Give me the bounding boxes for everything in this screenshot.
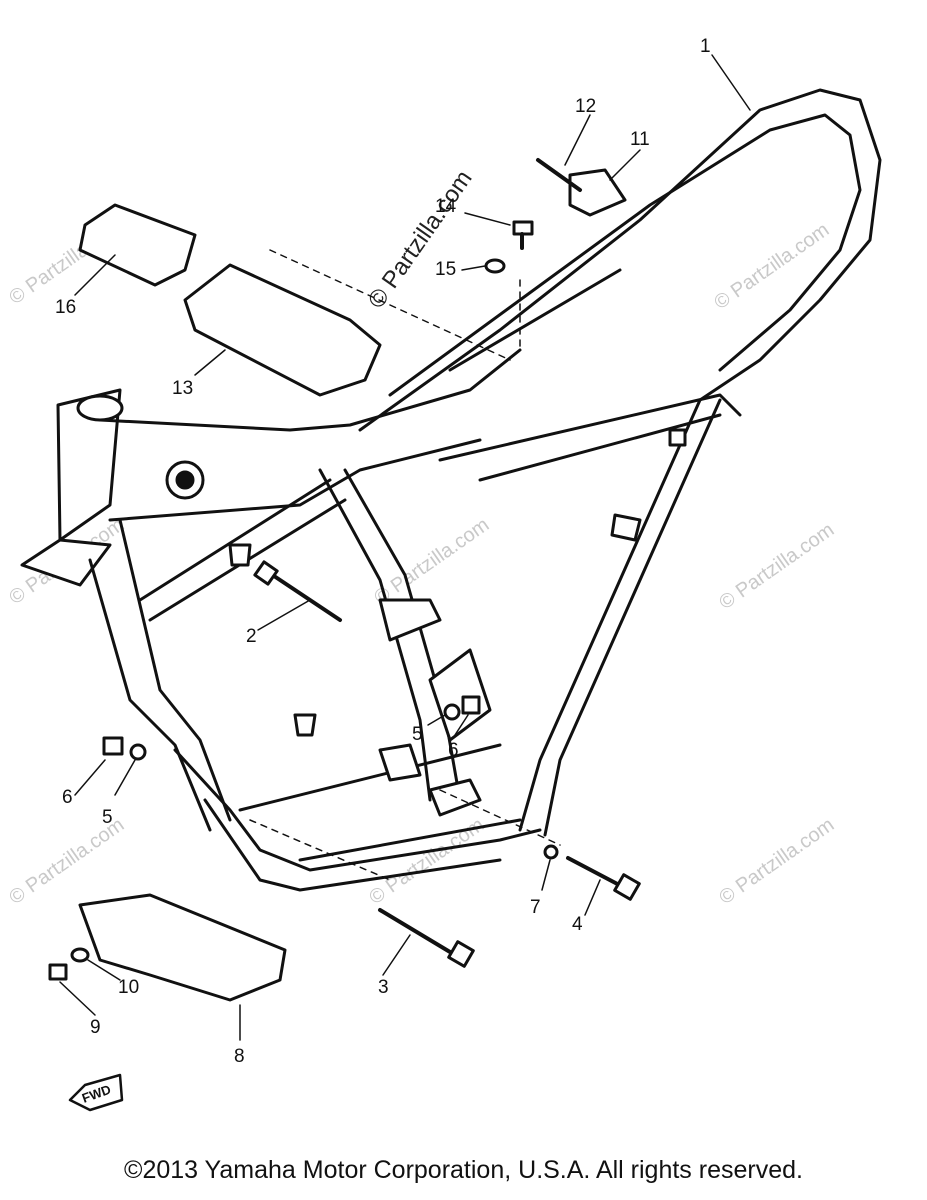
lower-cradle	[173, 748, 542, 872]
copyright-notice: ©2013 Yamaha Motor Corporation, U.S.A. A…	[124, 1156, 803, 1184]
callout-9: 9	[90, 1017, 101, 1038]
callout-1: 1	[700, 36, 711, 57]
watermark-main: © Partzilla.com	[363, 165, 478, 313]
callout-2: 2	[246, 626, 257, 647]
frame-drawing	[20, 54, 882, 1112]
rear-loop-inner	[388, 113, 862, 397]
callout-5b: 5	[102, 807, 113, 828]
watermark: © Partzilla.com	[370, 514, 493, 609]
callout-16: 16	[55, 297, 76, 318]
callout-13: 13	[172, 378, 193, 399]
callout-6b: 6	[62, 787, 73, 808]
bolt-2	[263, 568, 342, 622]
callout-15: 15	[435, 259, 456, 280]
callout-11: 11	[630, 129, 650, 150]
callout-10: 10	[118, 977, 139, 998]
watermark: © Partzilla.com	[710, 219, 833, 314]
down-tube	[88, 558, 212, 832]
watermark: © Partzilla.com	[715, 519, 838, 614]
callout-6a: 6	[448, 740, 459, 761]
part-11-bracket	[568, 168, 627, 217]
backbone-tube	[98, 348, 522, 432]
bolt-3	[378, 908, 457, 957]
part-13-airbox	[183, 263, 382, 397]
watermark: © Partzilla.com	[5, 814, 128, 909]
callout-4: 4	[572, 914, 583, 935]
callout-12: 12	[575, 96, 596, 117]
callout-5a: 5	[412, 724, 423, 745]
callout-3: 3	[378, 977, 389, 998]
callout-7: 7	[530, 897, 541, 918]
part-16-filter	[78, 203, 197, 287]
watermark-layer: © Partzilla.com © Partzilla.com © Partzi…	[5, 165, 838, 909]
watermark: © Partzilla.com	[715, 814, 838, 909]
callout-8: 8	[234, 1046, 245, 1067]
callout-labels: 1 12 11 14 15 16 13 2 5 6 6 5 7 4 3 10 9…	[55, 36, 711, 1067]
bolt-4	[566, 856, 627, 890]
rear-loop-upper	[358, 88, 882, 432]
part-8-skid-plate	[78, 893, 287, 1002]
callout-14: 14	[435, 196, 457, 217]
fwd-arrow-shape	[68, 1073, 124, 1112]
